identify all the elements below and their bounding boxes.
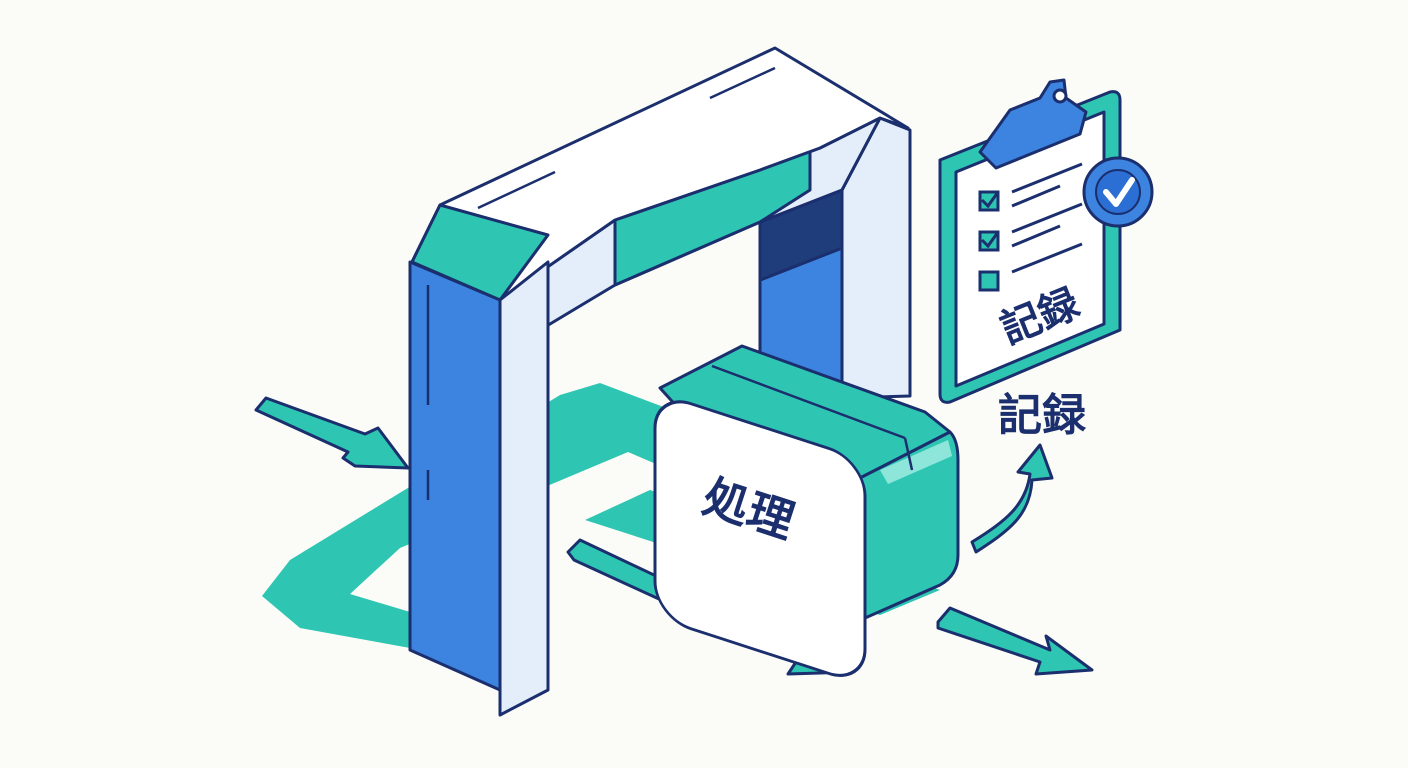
gate-arch <box>408 46 912 717</box>
check-badge-icon <box>1082 156 1154 228</box>
clipboard-icon <box>938 78 1122 404</box>
process-box <box>653 344 960 677</box>
record-label: 記録 <box>998 390 1087 441</box>
arrow-in-left-icon <box>254 396 410 470</box>
arrow-out-right-icon <box>936 606 1094 676</box>
arrow-up-to-record-icon <box>970 443 1054 554</box>
checkbox-3 <box>978 270 1000 292</box>
checklist <box>978 162 1083 292</box>
